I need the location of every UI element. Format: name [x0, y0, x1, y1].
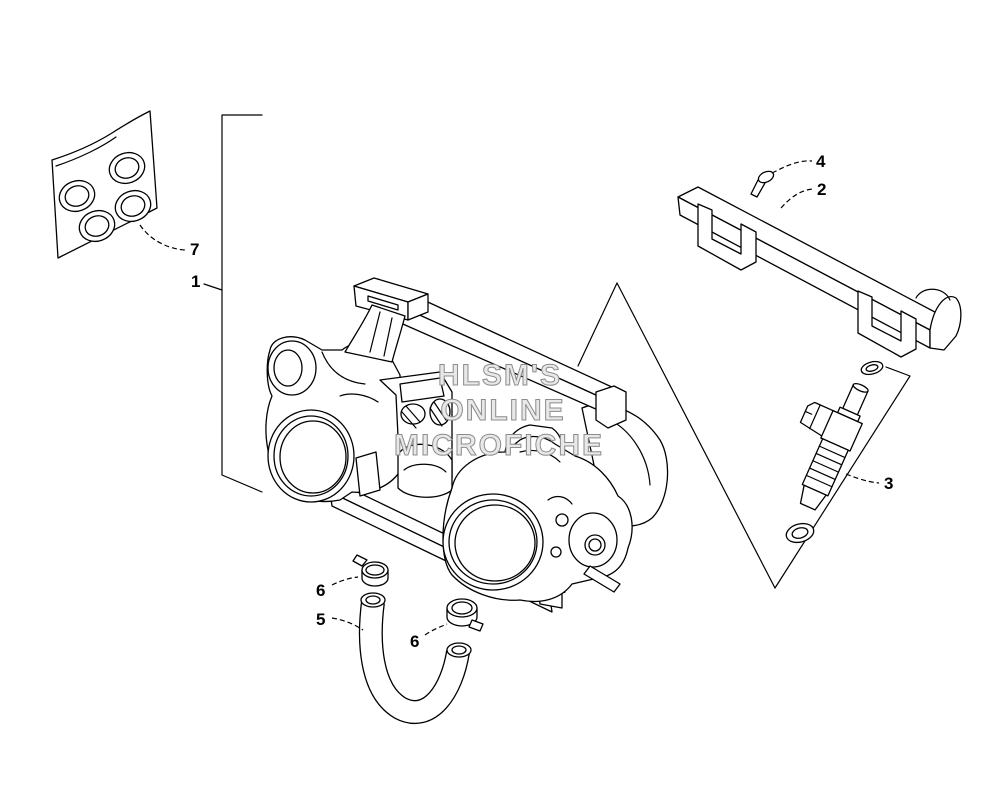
- assembly-bracket-1: [221, 114, 263, 493]
- rail-end-loop: [915, 288, 951, 301]
- clamp-bore: [451, 601, 473, 615]
- bolt-head: [550, 546, 562, 558]
- o-ring: [78, 209, 116, 243]
- callout-1: 1: [191, 272, 200, 291]
- top-beam-end-side: [407, 293, 429, 321]
- watermark-line-2: ONLINE: [440, 394, 565, 427]
- hose-end-bore: [365, 595, 381, 605]
- leader-5: [331, 617, 364, 631]
- leader-3: [845, 473, 880, 484]
- vacuum-hose: [358, 592, 472, 724]
- throttle-body-assembly: [265, 277, 669, 613]
- linkage-spring-coils: [401, 401, 447, 429]
- rail-top-face: [677, 186, 951, 331]
- seal-inner: [791, 527, 809, 539]
- callout-7: 7: [190, 240, 199, 259]
- left-tower-detail: [369, 311, 393, 357]
- card-crease: [55, 136, 117, 167]
- injector-ribs: [805, 445, 846, 488]
- bracket-line-return: [774, 366, 911, 589]
- o-ring: [58, 179, 96, 213]
- top-beam-right-block: [595, 385, 627, 429]
- rail-right-bracket: [857, 290, 917, 358]
- injector-bracket-lines: [577, 282, 911, 589]
- screw-head: [757, 170, 775, 184]
- gasket-kit-card: [51, 110, 158, 259]
- injector-inlet-rim: [852, 382, 869, 393]
- bracket-line-left: [577, 282, 618, 367]
- center-boss: [397, 443, 453, 498]
- o-ring: [108, 151, 146, 185]
- fuel-injector-kit: [785, 360, 884, 544]
- watermark: HLSM'S ONLINE MICROFICHE: [394, 359, 604, 463]
- callouts: 7 1 4 2 3 6 5 6: [190, 152, 893, 651]
- callout-6-upper: 6: [316, 581, 325, 600]
- hose-end-bore: [451, 645, 467, 655]
- right-bore: [442, 493, 544, 591]
- o-ring-inner: [120, 195, 146, 217]
- right-port-inner: [588, 538, 602, 552]
- right-housing-detail: [519, 449, 573, 505]
- callout-2: 2: [817, 180, 826, 199]
- left-lower-bracket: [355, 451, 381, 497]
- leader-lines: [139, 160, 880, 636]
- right-bore-inner: [454, 504, 536, 582]
- left-housing-detail: [321, 351, 379, 403]
- callout-6-lower: 6: [410, 632, 419, 651]
- right-lower-bracket: [583, 565, 621, 593]
- hose-clamp: [352, 554, 389, 587]
- linkage-plate: [399, 377, 445, 403]
- hose-clamp: [446, 598, 484, 632]
- center-boss-detail: [403, 463, 447, 473]
- bolt-head: [555, 513, 569, 527]
- leader-4: [771, 160, 813, 174]
- bracket-line-right: [616, 282, 776, 589]
- o-ring-inner: [84, 215, 110, 237]
- rail-end-hook: [929, 296, 962, 351]
- leader-6-upper: [331, 576, 359, 586]
- injector-tip: [799, 484, 827, 511]
- clamp-tab: [468, 619, 484, 632]
- callout-4: 4: [816, 152, 826, 171]
- o-ring: [114, 189, 152, 223]
- o-ring-inner: [114, 157, 140, 179]
- leader-2: [780, 188, 814, 209]
- rail-front-face: [677, 196, 931, 349]
- clamp-bore: [365, 564, 385, 576]
- leader-1: [203, 283, 223, 291]
- leader-7: [139, 224, 186, 251]
- screw: [750, 170, 775, 198]
- callout-5: 5: [316, 610, 325, 629]
- rail-left-bracket: [697, 203, 757, 271]
- injector-top-o-ring: [860, 360, 884, 376]
- left-bore-inner: [279, 420, 347, 494]
- injector-lower-seal: [785, 522, 815, 544]
- clamp-tab: [352, 554, 368, 567]
- watermark-line-1: HLSM'S: [438, 359, 562, 392]
- left-intake-horn-inner: [273, 349, 303, 387]
- o-ring-inner: [64, 185, 90, 207]
- left-bore: [267, 409, 355, 503]
- callout-3: 3: [884, 474, 893, 493]
- top-beam-slot: [367, 295, 399, 311]
- o-ring-inner: [865, 364, 879, 372]
- fuel-injector: [799, 382, 869, 511]
- watermark-line-3: MICROFICHE: [394, 429, 604, 462]
- injector-connector-clip: [804, 404, 821, 430]
- leader-6-lower: [424, 623, 448, 636]
- hose-body: [360, 600, 469, 723]
- fuel-rail: [677, 186, 962, 358]
